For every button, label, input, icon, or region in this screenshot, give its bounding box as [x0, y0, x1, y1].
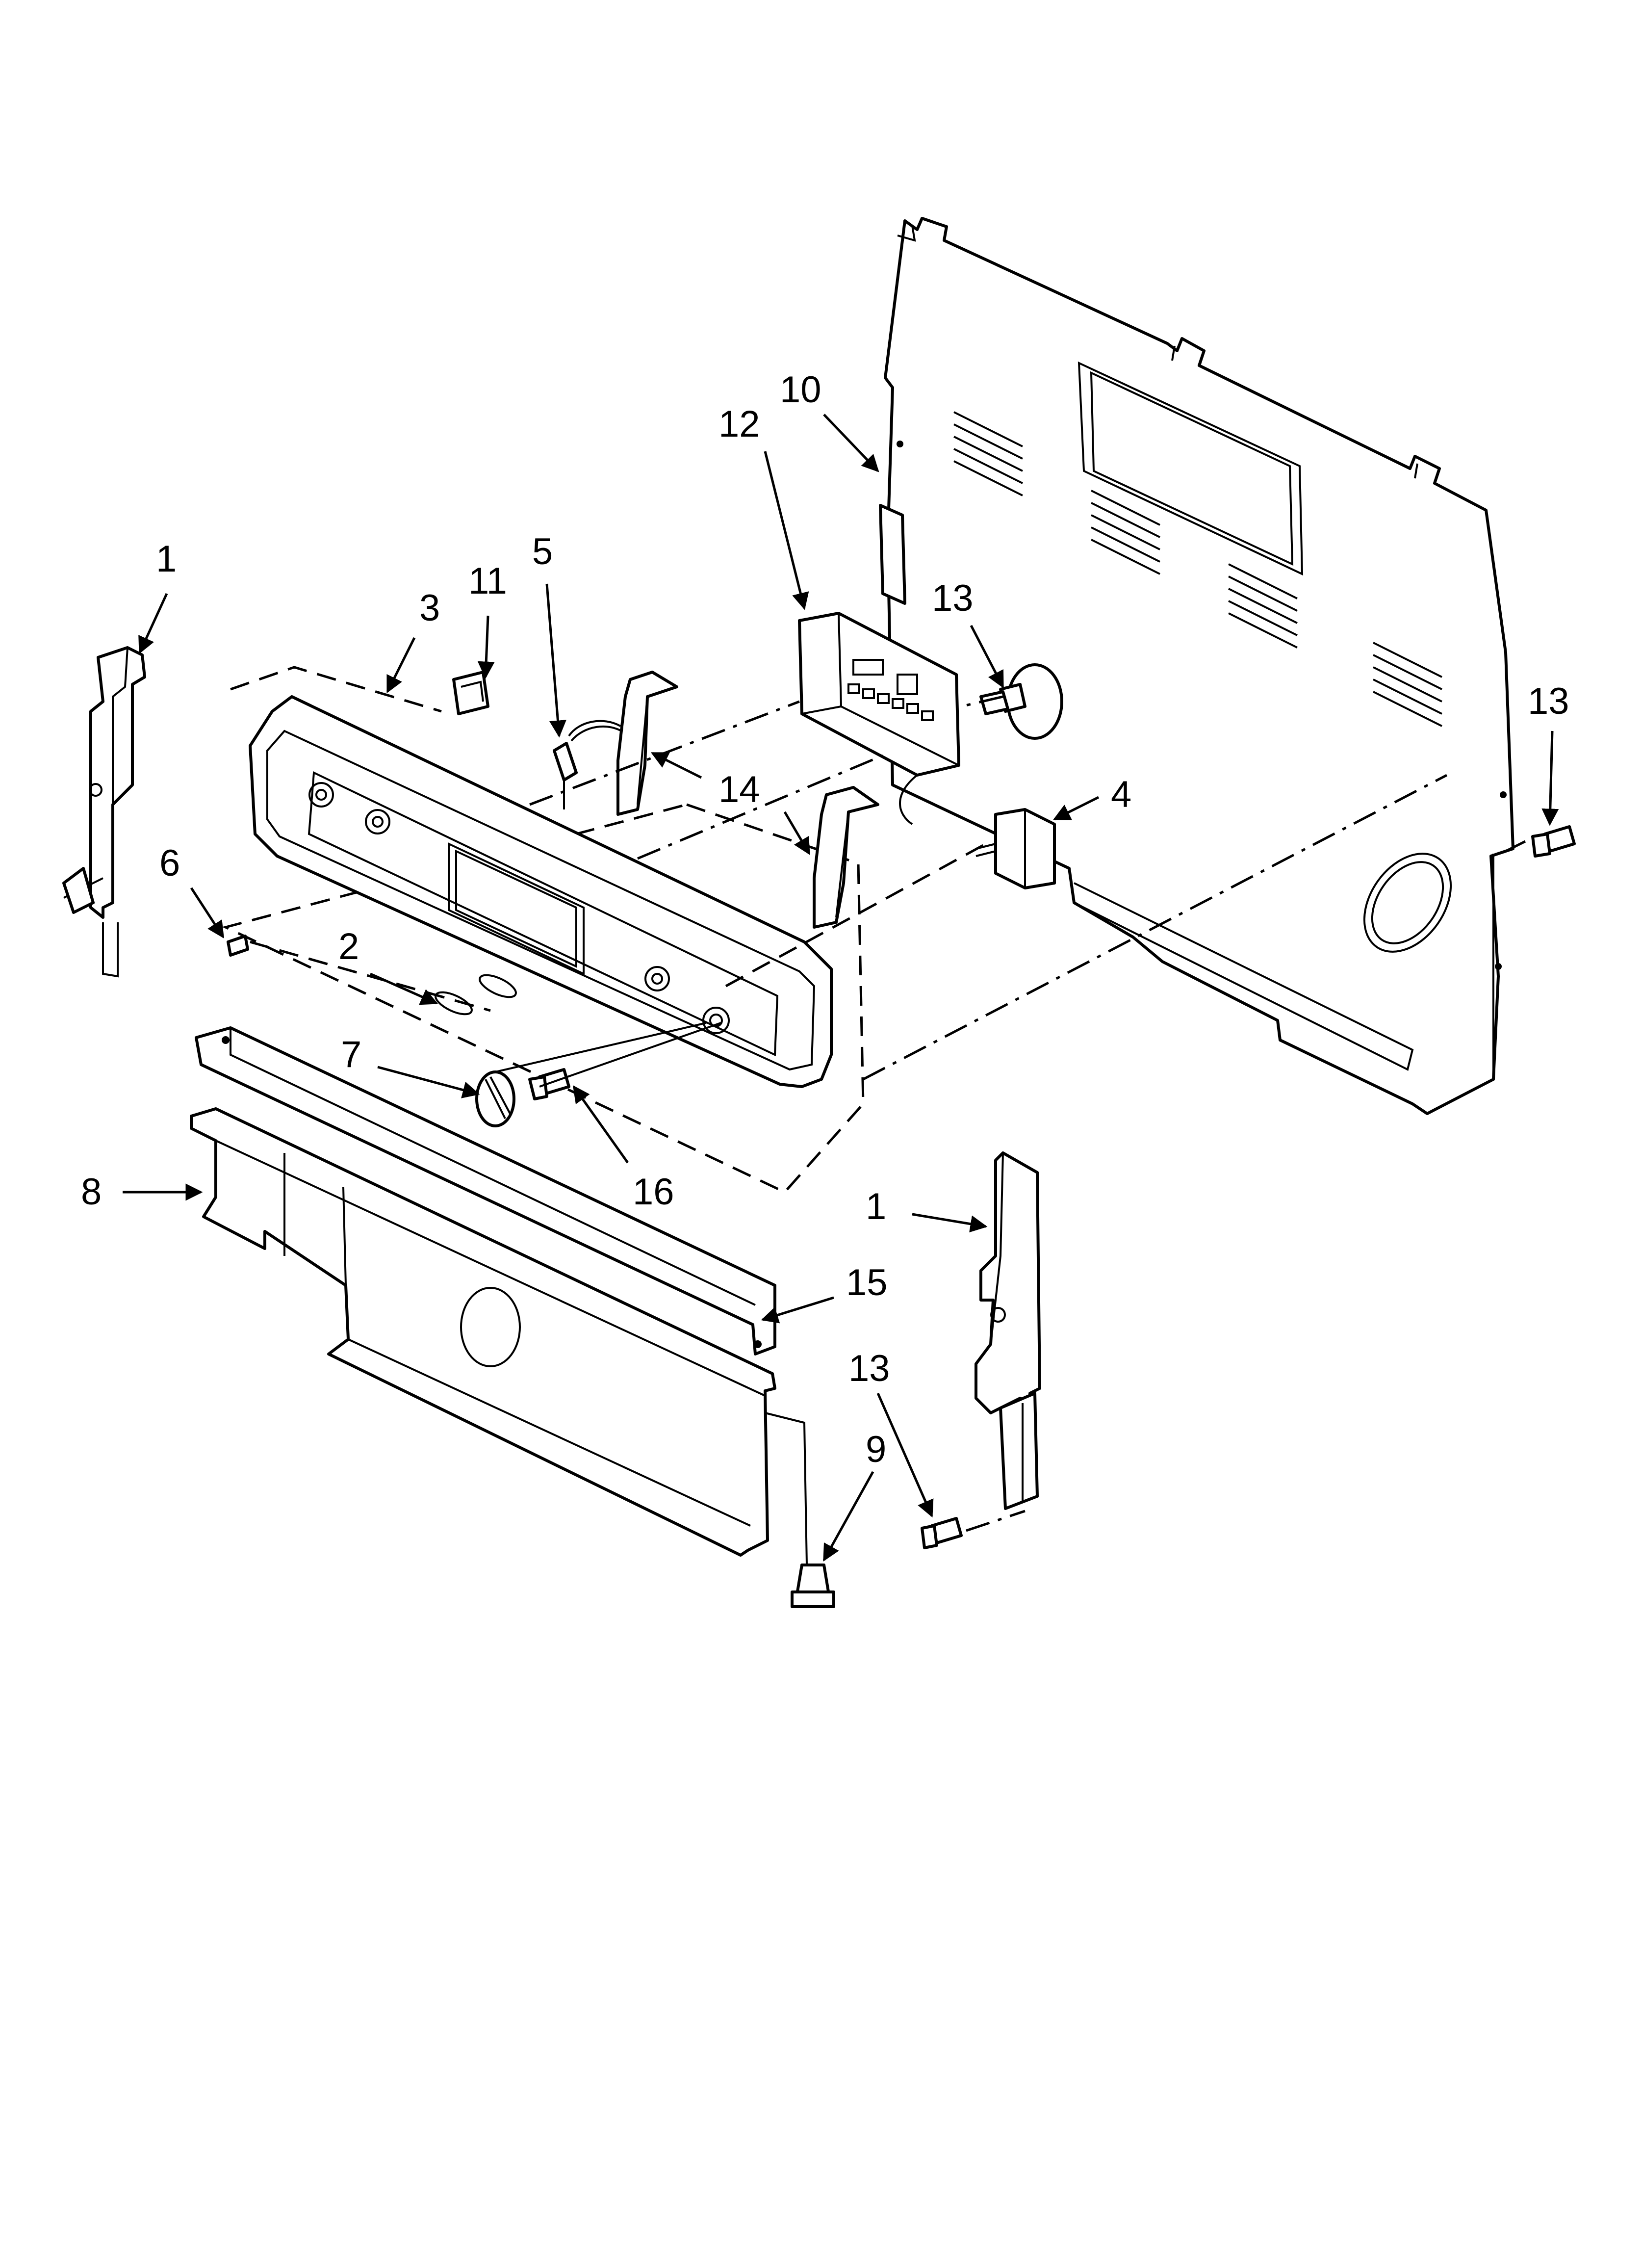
callout-16: 16	[633, 1171, 674, 1213]
callout-1-right: 1	[866, 1186, 886, 1227]
screw-16	[528, 1068, 570, 1100]
callout-labels: 1 3 11 5 12 10 13 13 4 14 6 2 7 16 8 1 1…	[81, 369, 1569, 1470]
callout-6: 6	[159, 842, 180, 884]
control-board	[798, 612, 960, 825]
callout-5: 5	[532, 531, 553, 573]
plug-6	[227, 935, 249, 957]
callout-13-right: 13	[1528, 680, 1569, 722]
screw-13-right	[1531, 825, 1576, 858]
leader-lines	[123, 414, 1559, 1562]
switch	[975, 808, 1056, 889]
manifold-panel	[190, 1107, 776, 1557]
callout-8: 8	[81, 1171, 102, 1213]
callout-4: 4	[1111, 774, 1131, 815]
assembly-outline	[222, 666, 865, 1194]
callout-9: 9	[866, 1429, 886, 1470]
alignment-lines	[250, 695, 1526, 1565]
rear-panel	[879, 217, 1514, 1115]
bracket-upper	[616, 671, 678, 816]
callout-13-top: 13	[932, 577, 974, 619]
bracket-lower	[813, 786, 879, 929]
side-trim-right	[975, 1151, 1041, 1510]
callout-3: 3	[419, 587, 440, 629]
screw-9	[791, 1564, 835, 1608]
wire-harness	[553, 720, 626, 809]
callout-2: 2	[338, 926, 359, 967]
callout-10: 10	[780, 369, 821, 411]
control-panel	[249, 695, 833, 1088]
callout-12: 12	[718, 403, 760, 445]
side-trim-left	[62, 646, 146, 978]
callout-11: 11	[468, 560, 507, 602]
rail	[195, 1026, 776, 1356]
callout-14: 14	[718, 769, 760, 810]
callout-7: 7	[341, 1034, 361, 1075]
callout-1-left: 1	[156, 538, 177, 580]
grommet	[979, 663, 1063, 740]
screw-13-bottom	[921, 1517, 963, 1549]
knob	[475, 1070, 515, 1127]
callout-13-bottom: 13	[848, 1348, 890, 1389]
clip	[452, 671, 489, 715]
callout-15: 15	[846, 1262, 888, 1303]
